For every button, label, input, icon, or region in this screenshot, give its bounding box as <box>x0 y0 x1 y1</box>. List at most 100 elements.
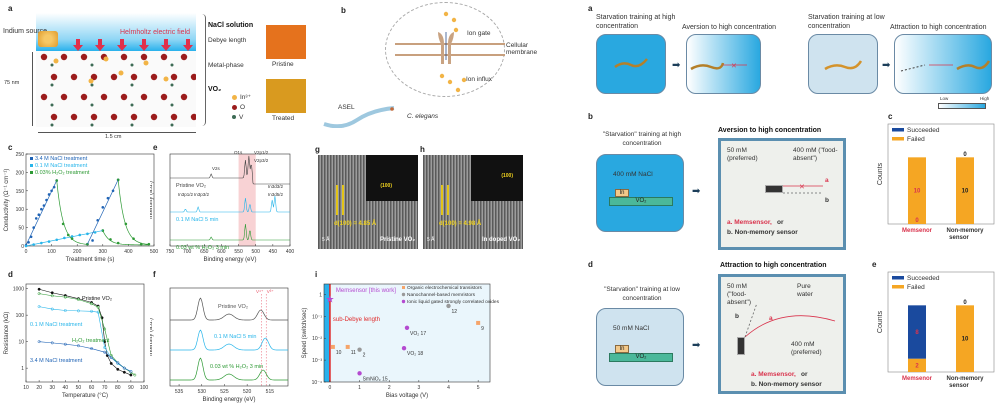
ion-icon <box>439 73 445 79</box>
x-tick-label: 650 <box>200 249 209 255</box>
vo2-film: VO₂ <box>609 353 673 362</box>
data-point <box>357 347 362 352</box>
oxygen-atom <box>160 53 168 61</box>
peak-label: In3p1/2 <box>178 192 194 197</box>
oxygen-atom <box>40 53 48 61</box>
photo-pristine <box>266 25 306 59</box>
legend-non-memory: b. Non-memory sensor <box>751 381 822 388</box>
legend-entry: Ionic liquid gated strongly correlated o… <box>407 299 500 305</box>
oxygen-atom <box>110 113 118 121</box>
point-label: VO₂ 18 <box>407 351 423 357</box>
indium-ion <box>163 76 169 82</box>
path-a-label: a <box>825 177 829 184</box>
lattice-marker <box>336 185 344 215</box>
data-point <box>101 206 105 209</box>
legend-o: O <box>232 102 251 112</box>
c-elegans-icon <box>322 104 397 129</box>
experiment-photo-d: 50 mM ("food-absent") Pure water 400 mM … <box>718 274 846 394</box>
data-point <box>106 196 110 200</box>
vanadium-atom <box>90 123 94 127</box>
legend-entry: Succeeded <box>907 275 940 282</box>
legend-entry: Succeeded <box>907 127 940 134</box>
y-tick-label: 1 <box>319 292 322 298</box>
data-point <box>357 371 362 376</box>
oxygen-atom <box>40 93 48 101</box>
left-conc-label: 50 mM (preferred) <box>727 147 758 162</box>
x-tick-label: 80 <box>115 385 121 391</box>
bar-failed <box>908 157 926 224</box>
indium-ion <box>53 58 59 64</box>
step-3-caption: Starvation training at low concentration <box>808 14 885 30</box>
x-tick-label: 10 <box>23 385 29 391</box>
membrane-zoom-ellipse <box>385 2 505 97</box>
legend-memsensor: a. Memsensor, <box>751 371 796 378</box>
field-arrow-icon <box>139 39 149 51</box>
legend-entry: Nanochannel-based memristors <box>407 292 476 298</box>
x-axis-label: Treatment time (s) <box>66 257 115 263</box>
ion-influx-label: Ion influx <box>466 76 493 83</box>
oxygen-atom <box>120 53 128 61</box>
vanadium-atom <box>90 63 94 67</box>
oxygen-atom <box>80 53 88 61</box>
x-tick-label: 600 <box>217 249 226 255</box>
x-tick-label: 400 <box>124 249 133 255</box>
x-tick-label: 60 <box>89 385 95 391</box>
svg-text:✕: ✕ <box>731 63 737 70</box>
oxygen-atom <box>90 113 98 121</box>
plot-background <box>324 284 490 382</box>
x-tick-label: 515 <box>266 389 275 395</box>
x-axis-label: Temperature (°C) <box>62 393 108 399</box>
x-tick-label: 90 <box>128 385 134 391</box>
x-tick-label: 2 <box>388 385 391 391</box>
x-tick-label: 400 <box>286 249 295 255</box>
y-axis-label: Intensity (a.u.) <box>150 181 154 219</box>
x-axis-label: Bias voltage (V) <box>386 393 428 399</box>
x-tick-label: 500 <box>150 249 159 255</box>
right-conc-label: 400 mM (preferred) <box>791 341 822 356</box>
annotation: 3.4 M NaCl treatment <box>30 358 83 364</box>
legend-or: or <box>777 219 784 226</box>
vanadium-atom <box>130 63 134 67</box>
bar-value-failed: 10 <box>962 189 969 195</box>
indium-cube-icon <box>38 31 58 47</box>
spectrum-line <box>170 155 290 185</box>
category-label: Non-memory <box>946 228 984 234</box>
y-tick-label: 10⁻⁴ <box>312 380 322 386</box>
data-point <box>401 346 407 351</box>
colorbar-high-label: High <box>980 96 990 101</box>
point-label: SmNiO₃ 15 <box>363 376 388 382</box>
chart-right-c-counts: CountsSucceededFailed100Memsenor100Non-m… <box>877 123 995 241</box>
legend-in: In³⁺ <box>232 92 251 102</box>
data-point <box>40 207 43 211</box>
y-tick-label: 10⁻² <box>312 336 322 342</box>
series-label: 0.03 wt % H₂O₂ 3 min <box>176 245 229 251</box>
y-tick-label: 1000 <box>13 287 24 293</box>
annotation: 0.1 M NaCl treatment <box>30 322 83 328</box>
legend-marker <box>892 276 904 280</box>
oxygen-atom <box>60 53 68 61</box>
x-tick-label: 3 <box>417 385 420 391</box>
x-tick-label: 450 <box>269 249 278 255</box>
y-axis-label: Counts <box>877 310 884 333</box>
peak-label: V2p1/2 <box>254 150 269 155</box>
x-tick-label: 0 <box>329 385 332 391</box>
panel-label-e: e <box>153 143 158 152</box>
step-1-box <box>596 34 666 94</box>
peak-label: V2s <box>212 166 221 171</box>
arrow-right-icon: ➡ <box>672 60 681 71</box>
legend-entry: 0.03% H₂O₂ treatment <box>35 170 90 176</box>
debye-length-label: Debye length <box>208 37 247 44</box>
path-b-label: b <box>825 197 829 204</box>
data-point <box>330 344 335 349</box>
panel-label-i: i <box>315 270 318 279</box>
indium-ion <box>118 70 124 76</box>
scale-bar-label: 5 Å <box>427 237 435 243</box>
data-point <box>91 239 94 242</box>
step-4-box <box>894 34 992 94</box>
photo-title-b: Aversion to high concentration <box>718 127 822 134</box>
y-tick-label: 10⁻³ <box>312 358 322 364</box>
top-conc-label: Pure water <box>797 283 813 298</box>
oxygen-atom <box>180 53 188 61</box>
training-caption-b: "Starvation" training at high concentrat… <box>602 131 682 147</box>
